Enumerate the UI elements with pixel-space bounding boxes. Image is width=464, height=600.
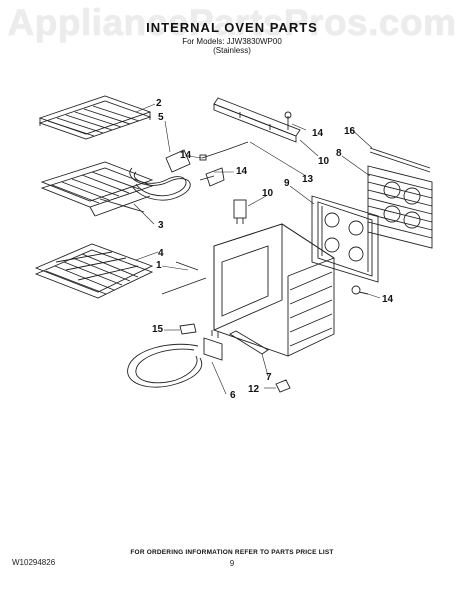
- models-line: For Models: JJW3830WP00: [182, 37, 282, 46]
- screw-fan-cover: [351, 285, 369, 295]
- callout-16: 16: [344, 126, 356, 137]
- callout-4: 4: [158, 248, 164, 259]
- callout-10: 10: [262, 188, 274, 199]
- callout-14-c: 14: [312, 128, 324, 139]
- ordering-note: FOR ORDERING INFORMATION REFER TO PARTS …: [130, 549, 334, 556]
- oven-cavity-liner: [213, 223, 335, 357]
- callout-5: 5: [158, 112, 164, 123]
- wire-harness: [199, 141, 249, 161]
- callout-9: 9: [284, 178, 290, 189]
- callout-11: 10: [318, 156, 330, 167]
- screw-top: [284, 111, 292, 130]
- callout-8: 8: [336, 148, 342, 159]
- callout-1: 1: [156, 260, 162, 271]
- callout-12: 12: [248, 384, 260, 395]
- callout-13: 13: [302, 174, 314, 185]
- oven-rack-bottom: [34, 243, 154, 299]
- oven-rack-top: [38, 95, 152, 140]
- callout-6: 6: [230, 390, 236, 401]
- watermark-logo: AppliancePartsPros.com: [7, 2, 457, 43]
- callout-14-b: 14: [236, 166, 248, 177]
- callout-7: 7: [266, 372, 272, 383]
- page-number: 9: [229, 559, 235, 568]
- oven-rack-middle: [40, 161, 154, 217]
- screw-bake-element: [179, 323, 197, 335]
- vent-bracket: [213, 97, 301, 143]
- page-title: INTERNAL OVEN PARTS: [146, 20, 318, 35]
- trim-strip: [229, 330, 269, 355]
- bake-element: [127, 330, 223, 388]
- element-rod: [369, 147, 431, 173]
- broil-element: [129, 149, 225, 201]
- callout-2: 2: [156, 98, 162, 109]
- convection-element: [367, 165, 433, 249]
- callout-15: 15: [152, 324, 164, 335]
- callout-14-d: 14: [382, 294, 394, 305]
- finish-line: (Stainless): [213, 46, 251, 55]
- clip: [275, 379, 291, 393]
- convection-fan-cover: [311, 195, 379, 283]
- callout-14-a: 14: [180, 150, 192, 161]
- temperature-sensor: [233, 199, 247, 224]
- probe-wire: [161, 261, 207, 295]
- document-number: W10294826: [12, 558, 56, 567]
- callout-3: 3: [158, 220, 164, 231]
